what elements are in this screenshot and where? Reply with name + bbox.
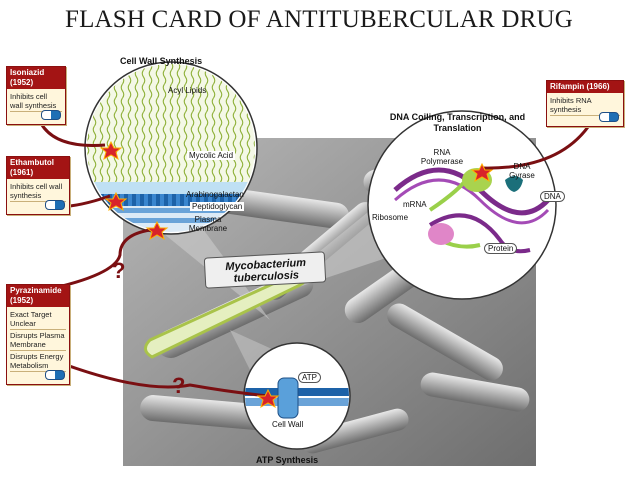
isoniazid-card: Isoniazid (1952) Inhibits cell wall synt…: [6, 66, 66, 125]
atp-synthase-shape: [277, 377, 299, 419]
atp-label: ATP: [298, 372, 321, 383]
pill-icon: [41, 110, 61, 120]
dna-section-title: DNA Coiling, Transcription, and Translat…: [389, 112, 526, 133]
isoniazid-effect: Inhibits cell wall synthesis: [10, 91, 62, 112]
peptidoglycan-label: Peptidoglycan: [190, 202, 245, 211]
ribosome-label: Ribosome: [372, 213, 409, 222]
rifampin-name: Rifampin (1966): [547, 81, 623, 93]
atp-synthesis-title: ATP Synthesis: [256, 455, 319, 465]
rna-polymerase-label: RNA Polymerase: [420, 148, 464, 166]
pill-icon: [45, 370, 65, 380]
rifampin-card: Rifampin (1966) Inhibits RNA synthesis: [546, 80, 624, 127]
question-mark-upper: ?: [112, 258, 125, 283]
acyl-lipids-label: Acyl Lipids: [168, 86, 207, 95]
ribosome-shape: [428, 223, 454, 245]
rifampin-effect: Inhibits RNA synthesis: [550, 95, 620, 116]
dna-gyrase-label: DNA Gyrase: [509, 162, 535, 180]
pyrazinamide-effect: Disrupts Plasma Membrane: [10, 331, 66, 351]
pyrazinamide-effect: Disrupts Energy Metabolism: [10, 351, 66, 372]
ethambutol-name: Ethambutol (1961): [7, 157, 69, 179]
question-mark-lower: ?: [172, 373, 185, 398]
atp-magnifier: [243, 342, 351, 450]
pill-icon: [45, 200, 65, 210]
dna-label: DNA: [540, 191, 565, 202]
organism-label-box: [203, 251, 327, 289]
ethambutol-card: Ethambutol (1961) Inhibits cell wall syn…: [6, 156, 70, 215]
arabinogalactan-label: Arabinogalactan: [186, 190, 244, 199]
dna-magnifier: [367, 110, 557, 300]
dna-gyrase-shape: [505, 176, 523, 192]
pyrazinamide-card: Pyrazinamide (1952) Exact Target Unclear…: [6, 284, 70, 385]
cell-wall-synthesis-title: Cell Wall Synthesis: [120, 56, 203, 66]
protein-label: Protein: [484, 243, 518, 254]
mrna-label: mRNA: [403, 200, 427, 209]
ethambutol-effect: Inhibits cell wall synthesis: [10, 181, 66, 202]
plasma-membrane-label: Plasma Membrane: [188, 215, 228, 233]
atp-cell-wall-label: Cell Wall: [272, 420, 304, 429]
isoniazid-name: Isoniazid (1952): [7, 67, 65, 89]
page-title: FLASH CARD OF ANTITUBERCULAR DRUG: [64, 6, 574, 33]
pyrazinamide-name: Pyrazinamide (1952): [7, 285, 69, 307]
pill-icon: [599, 112, 619, 122]
target-stars: [99, 140, 494, 409]
mycolic-acid-label: Mycolic Acid: [187, 151, 236, 160]
pyrazinamide-effect: Exact Target Unclear: [10, 309, 66, 330]
